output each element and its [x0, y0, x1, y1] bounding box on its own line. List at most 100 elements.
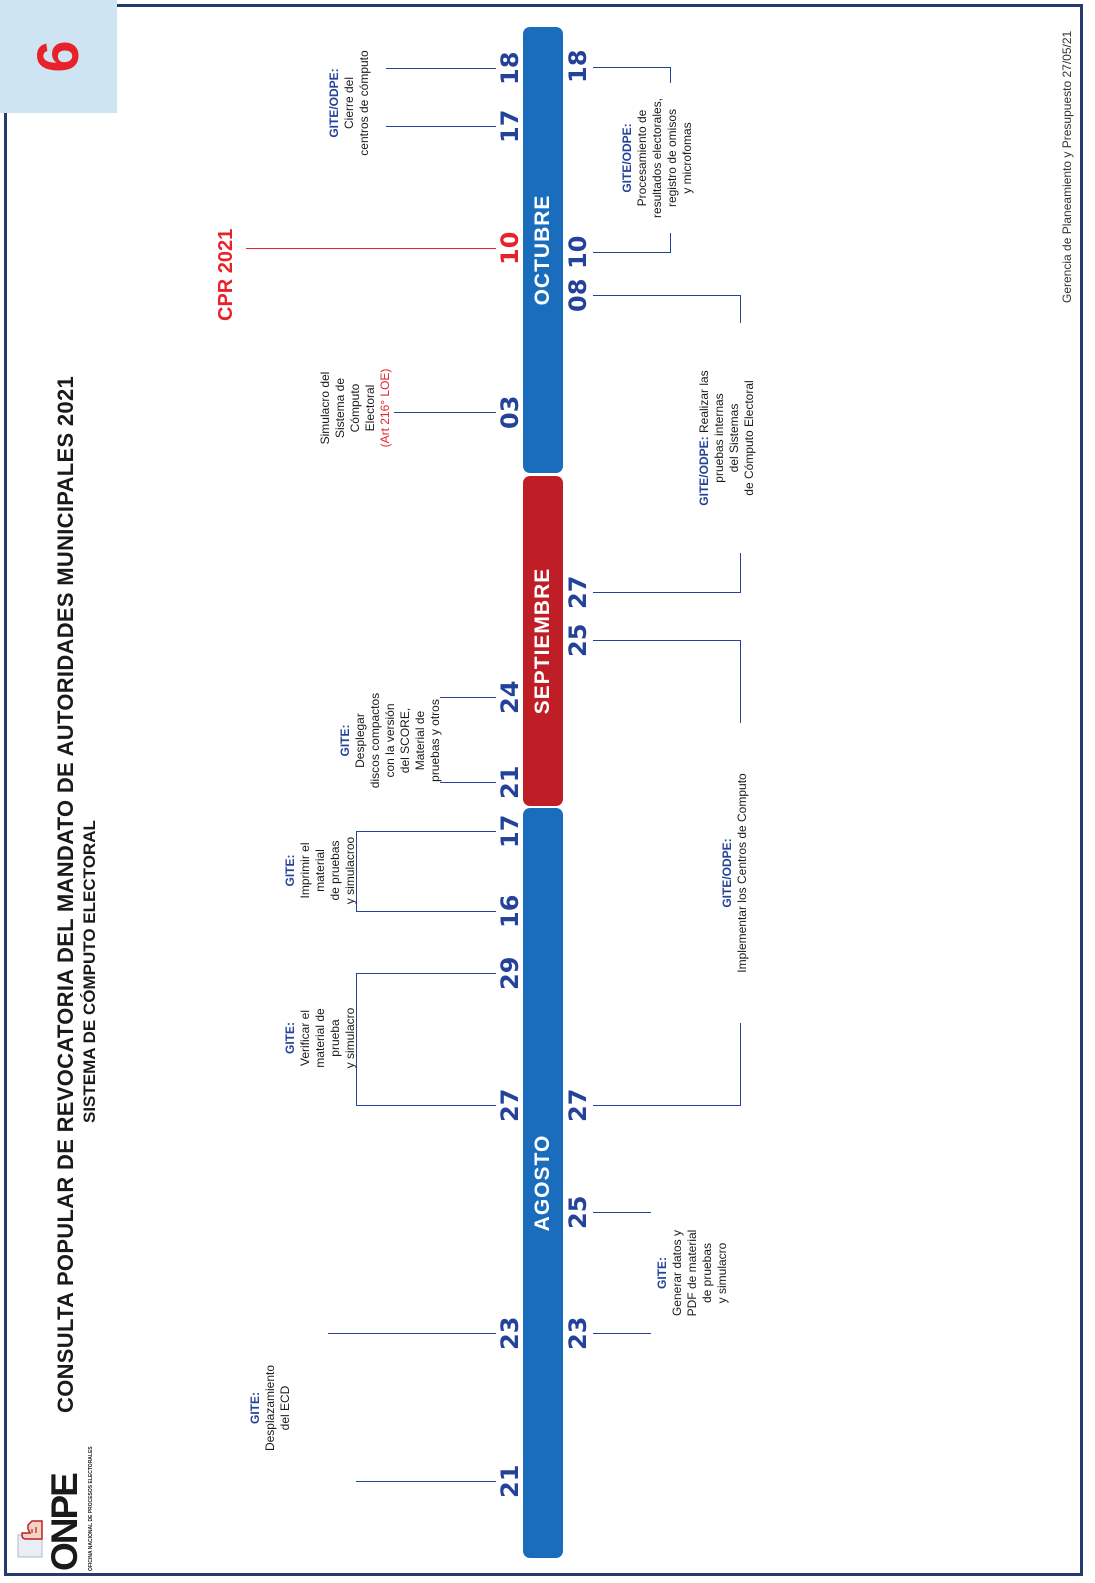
bracket-implementar-left [593, 1105, 741, 1106]
note-simulacro-l3: Cómputo [348, 383, 362, 433]
note-simulacro-l4: Electoral [363, 384, 377, 432]
note-verificar-l4: y simulacro [343, 1007, 357, 1069]
note-realizar-who: GITE/ODPE: [697, 436, 711, 506]
month-bar-octubre: OCTUBRE [523, 27, 563, 473]
date-bottom-sep-27: 27 [564, 575, 592, 609]
note-generar-l3: de pruebas [700, 1242, 714, 1304]
connector-ago-27 [356, 1105, 496, 1106]
connector-ago-23 [328, 1333, 496, 1334]
connector-sep-16 [356, 911, 496, 912]
connector-ago-21 [356, 1481, 496, 1482]
note-verificar: GITE: Verificar el material de prueba y … [283, 983, 358, 1093]
month-bar-agosto: AGOSTO [523, 808, 563, 1558]
date-bottom-oct-18: 18 [564, 49, 592, 83]
note-imprimir-l2: material [313, 849, 327, 892]
date-bottom-ago-23: 23 [564, 1316, 592, 1350]
connector-ago-29 [356, 973, 496, 974]
date-top-ago-27: 27 [496, 1088, 524, 1122]
note-imprimir-l3: de pruebas [328, 840, 342, 901]
page-frame [4, 4, 1083, 1576]
connector-sep-24 [440, 697, 496, 698]
note-procesamiento-l3: registro de omisos [665, 108, 679, 208]
bracket-realizar-right [593, 295, 741, 296]
note-verificar-l3: prueba [328, 1019, 342, 1057]
note-desplegar-who: GITE: [338, 724, 352, 757]
note-desplegar-l3: con la versión [383, 703, 397, 778]
election-label: CPR 2021 [215, 228, 237, 321]
note-simulacro: Simulacro del Sistema de Cómputo Elector… [318, 353, 393, 463]
connector-bottom-ago-25 [593, 1212, 651, 1213]
note-desplegar-l1: Desplegar [353, 713, 367, 768]
note-procesamiento: GITE/ODPE: Procesamiento de resultados e… [620, 83, 695, 233]
date-top-sep-16: 16 [496, 894, 524, 928]
logo-text: ONPE [44, 1474, 85, 1571]
month-label-agosto: AGOSTO [531, 1134, 554, 1232]
note-realizar-l2: pruebas internas [712, 393, 726, 483]
connector-oct-18 [386, 68, 496, 69]
page-subtitle: SISTEMA DE CÓMPUTO ELECTORAL [80, 820, 99, 1123]
note-procesamiento-l1: Procesamiento de [635, 109, 649, 207]
note-implementar-l1: Implementar los Centros de Computo [735, 773, 749, 973]
bracket-procesamiento-left [593, 252, 671, 253]
month-label-octubre: OCTUBRE [531, 194, 554, 306]
note-desplazamiento-l2: del ECD [278, 1385, 292, 1431]
note-desplazamiento-who: GITE: [248, 1392, 262, 1424]
date-bottom-sep-25: 25 [564, 623, 592, 657]
connector-sep-21 [440, 782, 496, 783]
note-procesamiento-l2: resultados electorales, [650, 97, 664, 219]
date-top-oct-17: 17 [496, 109, 524, 143]
note-desplazamiento-l1: Desplazamiento [263, 1364, 277, 1452]
note-generar-l1: Generar datos y [670, 1229, 684, 1317]
date-top-ago-21: 21 [496, 1464, 524, 1498]
connector-oct-17 [386, 126, 496, 127]
note-generar-who: GITE: [655, 1257, 669, 1289]
note-realizar: GITE/ODPE: Realizar las pruebas internas… [697, 323, 757, 553]
election-line [246, 248, 496, 249]
note-verificar-l2: material de [313, 1008, 327, 1068]
note-procesamiento-l4: y microfomas [680, 122, 694, 194]
bracket-procesamiento-right [593, 67, 671, 68]
note-cierre: GITE/ODPE: Cierre del centros de cómputo [327, 33, 372, 173]
date-bottom-ago-27: 27 [564, 1088, 592, 1122]
date-bottom-oct-10: 10 [564, 235, 592, 269]
ballot-hand-icon [14, 1515, 48, 1559]
note-simulacro-l2: Sistema de [333, 377, 347, 439]
note-imprimir-l4: y simulacroo [343, 836, 357, 905]
note-realizar-l4: de Cómputo Electoral [742, 380, 756, 496]
note-imprimir-l1: Imprimir el [298, 842, 312, 899]
month-bar-septiembre: SEPTIEMBRE [523, 476, 563, 806]
note-implementar: GITE/ODPE: Implementar los Centros de Co… [720, 723, 750, 1023]
note-simulacro-law: (Art 216° LOE) [378, 368, 392, 448]
date-bottom-ago-25: 25 [564, 1195, 592, 1229]
bracket-realizar-left [593, 592, 741, 593]
connector-sep-17 [356, 831, 496, 832]
date-top-oct-18: 18 [496, 51, 524, 85]
note-imprimir-who: GITE: [283, 854, 297, 887]
date-bottom-oct-08: 08 [564, 278, 592, 312]
page-number-box: 6 [0, 0, 117, 113]
date-top-oct-03: 03 [496, 395, 524, 429]
date-top-sep-21: 21 [496, 765, 524, 799]
date-top-sep-24: 24 [496, 680, 524, 714]
note-cierre-l2: centros de cómputo [357, 50, 371, 156]
note-verificar-who: GITE: [283, 1022, 297, 1054]
footer-text: Gerencia de Planeamiento y Presupuesto 2… [1060, 30, 1074, 303]
note-generar-l4: y simulacro [715, 1242, 729, 1304]
note-verificar-l1: Verificar el [298, 1009, 312, 1067]
date-top-sep-17: 17 [496, 814, 524, 848]
note-desplegar-l4: del SCORE, [398, 707, 412, 774]
page-title: CONSULTA POPULAR DE REVOCATORIA DEL MAND… [53, 375, 78, 1413]
bracket-implementar-right [593, 640, 741, 641]
note-desplegar-l5: Material de [413, 710, 427, 771]
note-imprimir: GITE: Imprimir el material de pruebas y … [283, 823, 358, 918]
note-realizar-l1: Realizar las [697, 370, 711, 434]
note-generar: GITE: Generar datos y PDF de material de… [655, 1198, 730, 1348]
date-top-ago-29: 29 [496, 956, 524, 990]
note-cierre-who: GITE/ODPE: [327, 68, 341, 138]
connector-oct-03 [394, 412, 496, 413]
note-generar-l2: PDF de material [685, 1229, 699, 1317]
connector-bottom-ago-23 [593, 1333, 651, 1334]
note-procesamiento-who: GITE/ODPE: [620, 123, 634, 193]
month-label-septiembre: SEPTIEMBRE [531, 567, 554, 715]
